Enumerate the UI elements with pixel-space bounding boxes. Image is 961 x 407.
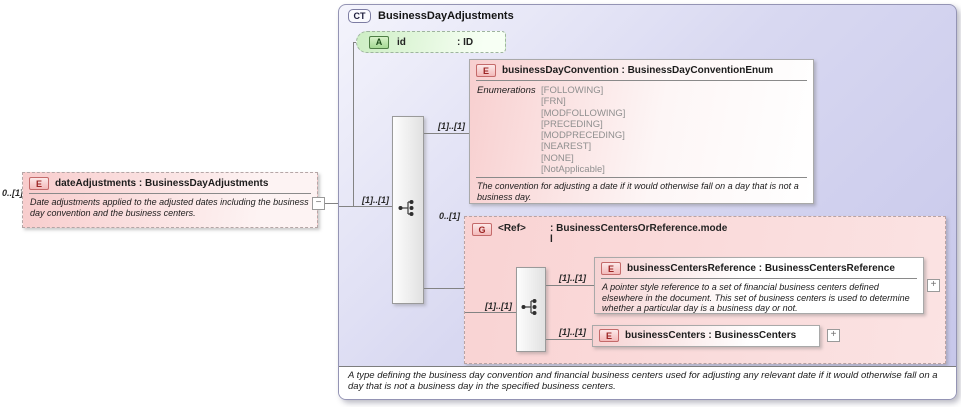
- element-title: dateAdjustments : BusinessDayAdjustments: [55, 178, 269, 189]
- cardinality-inner-sequence: [1]..[1]: [485, 301, 512, 311]
- complex-type-annotation: A type defining the business day convent…: [339, 366, 956, 399]
- element-badge-icon: E: [599, 329, 619, 342]
- group-business-centers-or-reference[interactable]: G <Ref> : BusinessCentersOrReference.mod…: [464, 216, 946, 364]
- element-badge-icon: E: [476, 64, 496, 77]
- connector-line: [546, 285, 594, 286]
- connector-line: [424, 288, 464, 289]
- cardinality-date-adjustments: 0..[1]: [2, 188, 24, 198]
- enumerations-section: Enumerations [FOLLOWING][FRN][MODFOLLOWI…: [470, 81, 813, 177]
- cardinality-business-centers: [1]..[1]: [559, 327, 586, 337]
- complex-type-title: BusinessDayAdjustments: [378, 10, 514, 22]
- element-title: businessCentersReference : BusinessCente…: [627, 263, 895, 274]
- expand-button[interactable]: +: [827, 329, 840, 342]
- divider: [29, 193, 311, 194]
- element-description: Date adjustments applied to the adjusted…: [30, 197, 309, 218]
- element-header: E businessDayConvention : BusinessDayCon…: [470, 60, 813, 80]
- cardinality-business-centers-reference: [1]..[1]: [559, 273, 586, 283]
- connector-line: [353, 42, 354, 206]
- enumerations-label: Enumerations: [477, 85, 536, 96]
- cardinality-group: 0..[1]: [439, 211, 461, 221]
- connector-line: [424, 133, 469, 134]
- group-header: G <Ref> : BusinessCentersOrReference.mod…: [465, 217, 945, 245]
- connector-line: [465, 312, 516, 313]
- connector-line: [325, 203, 338, 204]
- element-badge-icon: E: [29, 177, 49, 190]
- attribute-id[interactable]: A id : ID: [356, 31, 506, 53]
- element-business-centers-reference[interactable]: E businessCentersReference : BusinessCen…: [594, 257, 924, 314]
- sequence-compositor[interactable]: [516, 267, 546, 352]
- group-type: : BusinessCentersOrReference.mode l: [550, 223, 728, 245]
- element-title: businessDayConvention : BusinessDayConve…: [502, 65, 774, 76]
- expand-button[interactable]: +: [927, 279, 940, 292]
- divider: [601, 278, 917, 279]
- divider: [476, 80, 807, 81]
- cardinality-sequence: [1]..[1]: [362, 195, 389, 205]
- complex-type-badge-icon: CT: [348, 9, 371, 23]
- element-description: A pointer style reference to a set of fi…: [602, 282, 910, 313]
- element-title: businessCenters : BusinessCenters: [625, 330, 797, 341]
- sequence-icon: [398, 198, 418, 223]
- connector-line: [546, 339, 592, 340]
- connector-line: [353, 42, 356, 43]
- complex-type-business-day-adjustments: CT BusinessDayAdjustments A id : ID [1].…: [338, 4, 957, 400]
- cardinality-business-day-convention: [1]..[1]: [438, 121, 465, 131]
- divider: [476, 177, 807, 179]
- attribute-type: : ID: [457, 36, 474, 48]
- group-badge-icon: G: [472, 223, 492, 236]
- element-business-day-convention[interactable]: E businessDayConvention : BusinessDayCon…: [469, 59, 814, 204]
- sequence-icon: [521, 297, 541, 322]
- attribute-name: id: [397, 36, 406, 48]
- element-date-adjustments[interactable]: E dateAdjustments : BusinessDayAdjustmen…: [22, 172, 318, 228]
- element-header: E businessCenters : BusinessCenters: [593, 326, 819, 345]
- element-badge-icon: E: [601, 262, 621, 275]
- complex-type-header: CT BusinessDayAdjustments: [348, 9, 514, 23]
- element-header: E businessCentersReference : BusinessCen…: [595, 258, 923, 278]
- collapse-button[interactable]: −: [312, 197, 325, 210]
- element-business-centers[interactable]: E businessCenters : BusinessCenters: [592, 325, 820, 347]
- enumerations-values: [FOLLOWING][FRN][MODFOLLOWING][PRECEDING…: [541, 85, 626, 176]
- element-description: The convention for adjusting a date if i…: [477, 181, 799, 202]
- element-header: E dateAdjustments : BusinessDayAdjustmen…: [23, 173, 317, 193]
- attribute-badge-icon: A: [369, 35, 389, 49]
- group-name: <Ref>: [498, 223, 526, 234]
- connector-line: [339, 206, 392, 207]
- sequence-compositor[interactable]: [392, 116, 424, 304]
